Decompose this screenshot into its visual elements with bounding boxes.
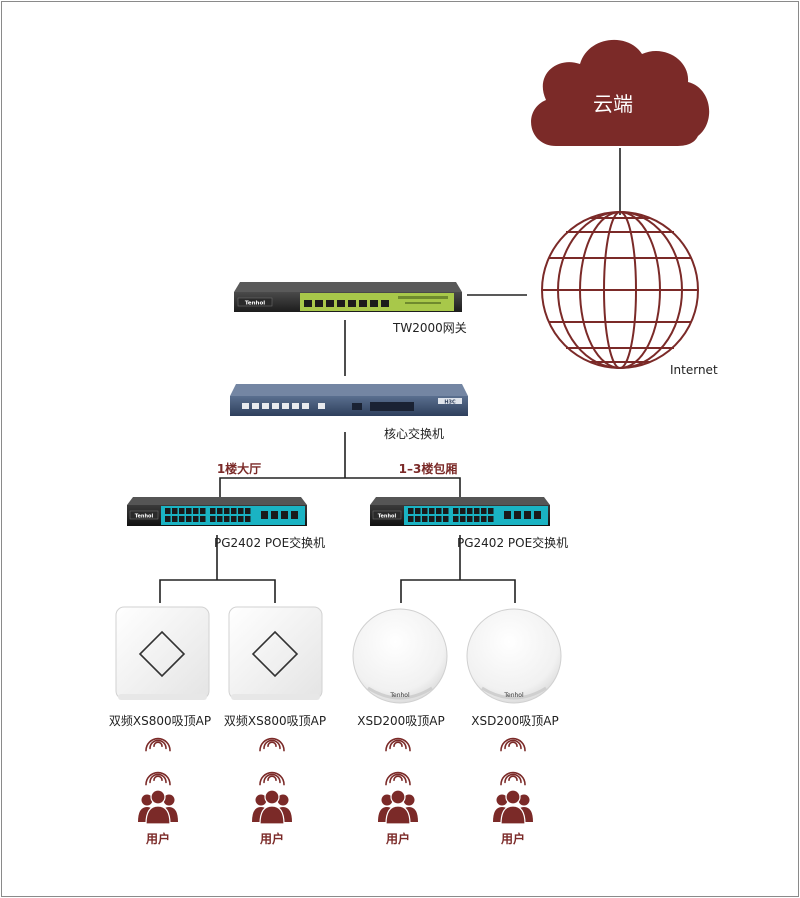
wifi-signal-icon xyxy=(145,737,171,752)
ap-device-2 xyxy=(228,606,323,700)
gateway-brand-logo: Tenhol xyxy=(245,301,265,307)
ap-label-3: XSD200吸顶AP xyxy=(357,714,445,728)
user-label-1: 用户 xyxy=(145,832,171,846)
wifi-signal-icon xyxy=(385,771,411,786)
gateway-ports xyxy=(304,300,389,307)
zone-label-rooms: 1–3楼包厢 xyxy=(398,462,458,476)
wifi-signal-icon xyxy=(500,737,526,752)
poe-switch-device-1: Tenhol xyxy=(127,497,307,526)
poe-switch-device-2: Tenhol xyxy=(370,497,550,526)
users-group-icon xyxy=(138,789,178,825)
poe-switch-label-1: PG2402 POE交换机 xyxy=(214,536,326,550)
ap-label-2: 双频XS800吸顶AP xyxy=(223,714,327,728)
ap-device-4: Tenhol xyxy=(466,608,562,704)
wifi-signal-icons xyxy=(145,737,526,786)
ap-label-4: XSD200吸顶AP xyxy=(471,714,559,728)
connection-lines xyxy=(159,148,621,603)
ap-3-brand-logo: Tenhol xyxy=(389,692,410,699)
cloud-label: 云端 xyxy=(593,92,633,116)
poe-switch-label-2: PG2402 POE交换机 xyxy=(457,536,569,550)
link-core-poe-branch xyxy=(219,477,461,500)
ap-device-1 xyxy=(115,606,210,700)
link-poe2-aps xyxy=(400,579,516,603)
wifi-signal-icon xyxy=(259,737,285,752)
user-label-4: 用户 xyxy=(500,832,526,846)
users-group-icon xyxy=(252,789,292,825)
ap-label-1: 双频XS800吸顶AP xyxy=(108,714,212,728)
wifi-signal-icon xyxy=(385,737,411,752)
user-label-3: 用户 xyxy=(385,832,411,846)
gateway-device: Tenhol xyxy=(234,282,462,312)
wifi-signal-icon xyxy=(500,771,526,786)
poe-switch-brand-logo-2: Tenhol xyxy=(378,514,397,520)
internet-globe-icon xyxy=(541,211,699,369)
cloud-icon xyxy=(531,39,710,146)
core-switch-brand-logo: H3C xyxy=(444,400,456,406)
zone-label-lobby: 1楼大厅 xyxy=(216,462,262,476)
users-group-icon xyxy=(493,789,533,825)
user-group-icons xyxy=(138,789,533,825)
user-label-2: 用户 xyxy=(259,832,285,846)
core-switch-device: H3C xyxy=(230,384,468,416)
core-switch-label: 核心交换机 xyxy=(384,427,445,441)
link-poe1-aps xyxy=(159,579,276,603)
poe-switch-brand-logo-1: Tenhol xyxy=(135,514,154,520)
wifi-signal-icon xyxy=(259,771,285,786)
core-switch-ports xyxy=(242,403,325,409)
users-group-icon xyxy=(378,789,418,825)
internet-label: Internet xyxy=(670,363,718,377)
ap-4-brand-logo: Tenhol xyxy=(503,692,524,699)
gateway-label: TW2000网关 xyxy=(393,321,467,335)
wifi-signal-icon xyxy=(145,771,171,786)
ap-device-3: Tenhol xyxy=(352,608,448,704)
